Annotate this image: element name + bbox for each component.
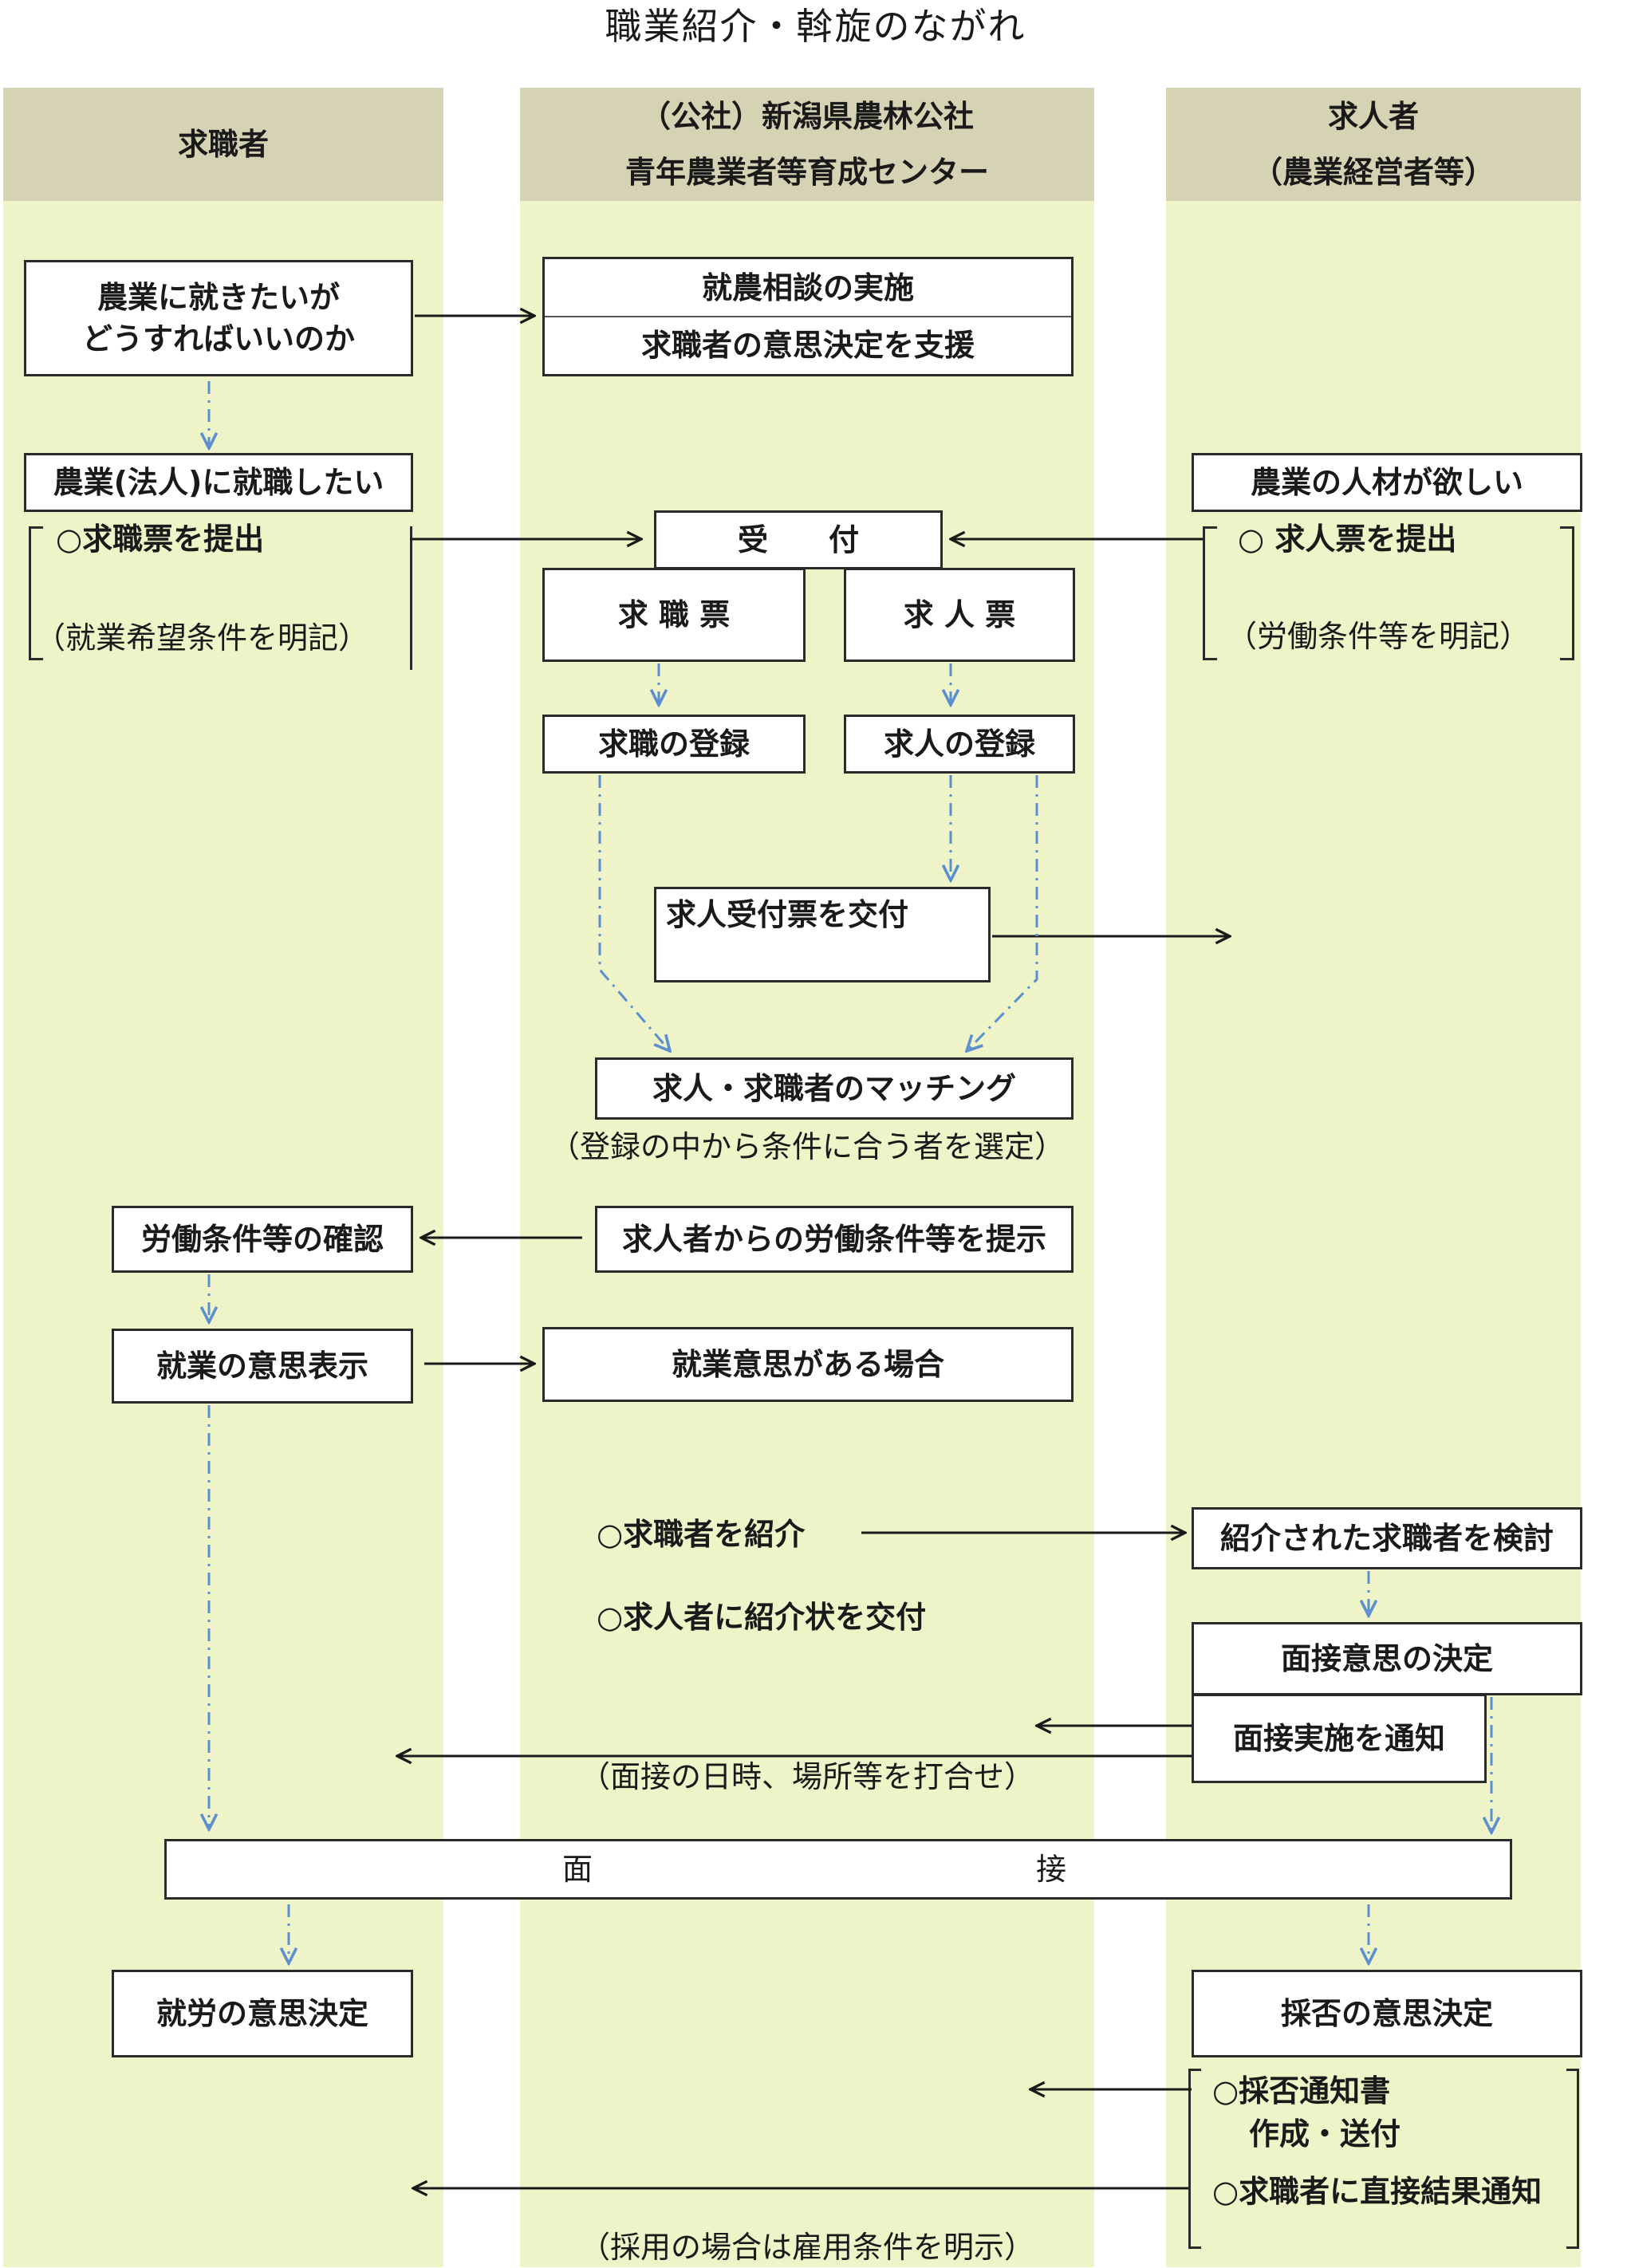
offer-registration-box: 求人の登録 xyxy=(844,715,1075,774)
present-conditions-label: 求人者からの労働条件等を提示 xyxy=(621,1222,1046,1257)
issue-letter-text: ○求人者に紹介状を交付 xyxy=(597,1600,927,1635)
want-farm-box: 農業に就きたいが どうすればいいのか xyxy=(24,260,413,376)
notify-interview-box: 面接実施を通知 xyxy=(1192,1694,1487,1783)
matching-box: 求人・求職者のマッチング xyxy=(595,1057,1074,1120)
want-farm-line2: どうすればいいのか xyxy=(81,321,355,356)
job-seeker-lane xyxy=(3,88,443,2267)
support-decision-label: 求職者の意思決定を支援 xyxy=(640,328,975,363)
job-offer-form-label: 求 人 票 xyxy=(903,597,1016,632)
consultation-divider xyxy=(545,316,1071,317)
issue-receipt-box: 求人受付票を交付 xyxy=(654,887,991,982)
review-seeker-box: 紹介された求職者を検討 xyxy=(1192,1507,1582,1569)
employer-lane xyxy=(1166,88,1581,2267)
seeker-submit-right-line xyxy=(410,526,412,670)
employment-terms-note: （採用の場合は雇用条件を明示） xyxy=(579,2230,1034,2265)
employer-labor-note: （労働条件等を明記） xyxy=(1227,619,1531,654)
dashed-seeker-registration-to-matching xyxy=(598,775,670,1051)
present-conditions-box: 求人者からの労働条件等を提示 xyxy=(595,1206,1074,1273)
if-intent-label: 就業意思がある場合 xyxy=(671,1347,944,1382)
employer-submit-bracket-left xyxy=(1203,526,1217,660)
center-lane-header: （公社）新潟県農林公社 青年農業者等育成センター xyxy=(520,88,1094,201)
interview-bar: 面 接 xyxy=(164,1839,1512,1900)
employer-submit-bracket-right xyxy=(1560,526,1574,660)
job-offer-form-box: 求 人 票 xyxy=(844,568,1075,662)
matching-label: 求人・求職者のマッチング xyxy=(652,1071,1016,1106)
introduce-seeker-text: ○求職者を紹介 xyxy=(597,1517,806,1552)
notice-line1: ○採否通知書 xyxy=(1212,2073,1391,2109)
express-intent-box: 就業の意思表示 xyxy=(112,1329,413,1404)
job-seeker-form-box: 求 職 票 xyxy=(542,568,806,662)
employer-header-line2: （農業経営者等） xyxy=(1251,155,1495,190)
seeker-registration-label: 求職の登録 xyxy=(597,726,750,762)
dashed-offer-registration-to-matching xyxy=(967,775,1038,1051)
notice-line2: 作成・送付 xyxy=(1249,2116,1401,2152)
employer-header-line1: 求人者 xyxy=(1327,99,1419,134)
center-header-line1: （公社）新潟県農林公社 xyxy=(640,99,974,134)
seeker-submit-text: ○求職票を提出 xyxy=(56,522,265,557)
issue-receipt-label: 求人受付票を交付 xyxy=(666,897,909,932)
employer-lane-header: 求人者 （農業経営者等） xyxy=(1166,88,1581,201)
reception-label: 受 付 xyxy=(737,522,859,557)
hiring-decision-box: 採否の意思決定 xyxy=(1192,1970,1582,2057)
express-intent-label: 就業の意思表示 xyxy=(156,1349,368,1384)
notice-bracket-right xyxy=(1566,2069,1579,2249)
confirm-conditions-label: 労働条件等の確認 xyxy=(140,1222,384,1257)
interview-arrange-note: （面接の日時、場所等を打合せ） xyxy=(579,1759,1034,1794)
seeker-conditions-note: （就業希望条件を明記） xyxy=(35,620,369,656)
if-intent-box: 就業意思がある場合 xyxy=(542,1327,1074,1402)
want-talent-label: 農業の人材が欲しい xyxy=(1250,465,1523,500)
want-farm-line1: 農業に就きたいが xyxy=(97,280,340,315)
interview-left-char: 面 xyxy=(562,1852,593,1887)
notice-bracket-left xyxy=(1188,2069,1201,2249)
want-employment-box: 農業(法人)に就職したい xyxy=(24,453,413,512)
direct-notice-text: ○求職者に直接結果通知 xyxy=(1212,2174,1542,2209)
consultation-label: 就農相談の実施 xyxy=(701,270,914,305)
job-seeker-lane-header: 求職者 xyxy=(3,88,443,201)
decide-work-box: 就労の意思決定 xyxy=(112,1970,413,2057)
seeker-submit-bracket xyxy=(29,526,43,660)
page-title: 職業紹介・斡旋のながれ xyxy=(605,5,1026,48)
center-header-line2: 青年農業者等育成センター xyxy=(624,155,989,190)
want-employment-label: 農業(法人)に就職したい xyxy=(53,465,384,500)
review-seeker-label: 紹介された求職者を検討 xyxy=(1219,1521,1554,1556)
notify-interview-label: 面接実施を通知 xyxy=(1232,1721,1445,1756)
seeker-registration-box: 求職の登録 xyxy=(542,715,806,774)
job-seeker-form-label: 求 職 票 xyxy=(617,597,731,632)
center-lane xyxy=(520,88,1094,2267)
hiring-decision-label: 採否の意思決定 xyxy=(1280,1996,1493,2031)
offer-registration-label: 求人の登録 xyxy=(883,726,1035,762)
decide-work-label: 就労の意思決定 xyxy=(156,1996,368,2031)
interview-decision-label: 面接意思の決定 xyxy=(1280,1641,1493,1676)
confirm-conditions-box: 労働条件等の確認 xyxy=(112,1206,413,1273)
interview-decision-box: 面接意思の決定 xyxy=(1192,1622,1582,1695)
job-seeker-header-label: 求職者 xyxy=(177,127,269,162)
interview-right-char: 接 xyxy=(1036,1852,1067,1887)
matching-note: （登録の中から条件に合う者を選定） xyxy=(549,1129,1065,1164)
want-talent-box: 農業の人材が欲しい xyxy=(1192,453,1582,512)
employer-submit-text: ○ 求人票を提出 xyxy=(1238,522,1457,557)
